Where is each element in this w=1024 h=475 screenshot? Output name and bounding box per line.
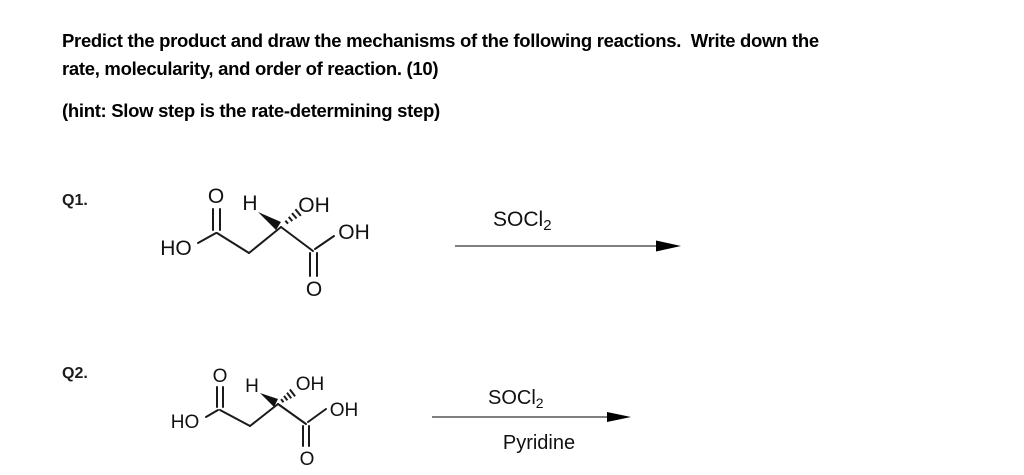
bond xyxy=(216,232,250,254)
hash-bond xyxy=(280,388,296,403)
bond xyxy=(277,403,307,425)
atom-oh-right: OH xyxy=(330,400,359,421)
bond xyxy=(219,409,251,427)
bond xyxy=(249,403,279,427)
bond xyxy=(197,232,217,244)
atom-ho-left: HO xyxy=(160,237,192,260)
atom-oh-right: OH xyxy=(338,221,370,244)
arrow-head xyxy=(607,412,631,422)
reagent-pyridine: Pyridine xyxy=(503,432,575,454)
wedge-bond xyxy=(260,393,278,407)
bond xyxy=(307,408,327,423)
atom-o-bottom: O xyxy=(300,449,315,470)
atom-ho-left: HO xyxy=(171,412,200,433)
reagent-formula: SOCl xyxy=(493,208,543,231)
atom-o-top: O xyxy=(213,366,228,387)
q1-reaction-arrow: SOCl2 xyxy=(455,208,681,252)
q1-label: Q1. xyxy=(62,192,88,209)
reagent-socl2: SOCl2 xyxy=(488,387,544,411)
wedge-bond xyxy=(258,212,281,230)
atom-h-stereo: H xyxy=(245,376,259,397)
atom-o-top: O xyxy=(208,185,224,208)
q2-label: Q2. xyxy=(62,365,88,382)
atom-h-stereo: H xyxy=(242,192,257,215)
arrow-head xyxy=(656,240,681,252)
atom-oh-stereo: OH xyxy=(296,374,325,395)
reagent-socl2: SOCl2 xyxy=(493,208,552,234)
hash-bond xyxy=(284,208,302,225)
atom-oh-stereo: OH xyxy=(298,194,330,217)
question-title: Predict the product and draw the mechani… xyxy=(62,27,819,83)
bond xyxy=(205,409,219,418)
question-title-line2: rate, molecularity, and order of reactio… xyxy=(62,58,439,79)
reagent-formula: SOCl xyxy=(488,387,536,409)
bond xyxy=(248,226,282,254)
bond xyxy=(314,235,335,250)
bond xyxy=(280,226,314,252)
reagent-subscript: 2 xyxy=(543,217,551,234)
reagent-subscript: 2 xyxy=(536,395,544,411)
atom-o-bottom: O xyxy=(306,278,322,301)
hint-text: (hint: Slow step is the rate-determining… xyxy=(62,100,440,121)
q2-molecule-malic-acid: O HO H OH OH O xyxy=(171,366,359,470)
question-title-line1: Predict the product and draw the mechani… xyxy=(62,30,819,51)
q2-reaction-arrow: SOCl2 Pyridine xyxy=(432,387,631,454)
q1-molecule-malic-acid: O HO H OH OH O xyxy=(160,185,370,301)
